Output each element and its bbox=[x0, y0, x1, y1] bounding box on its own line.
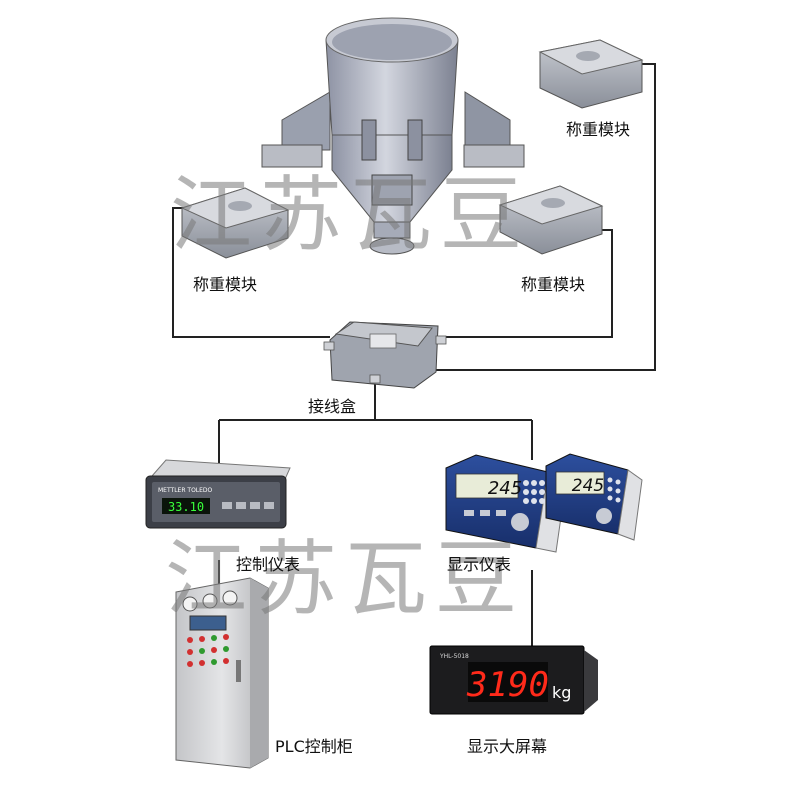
watermark-upper: 江苏瓦豆 bbox=[170, 168, 531, 263]
big-screen-reading: 3190 bbox=[466, 665, 549, 705]
label-weigh-module-left: 称重模块 bbox=[193, 275, 258, 294]
weigh-module-top-right bbox=[538, 39, 644, 109]
big-screen-model: YHL-5018 bbox=[439, 653, 469, 660]
label-display-instrument: 显示仪表 bbox=[447, 555, 512, 574]
plc-cabinet bbox=[175, 577, 269, 769]
display-1-reading: 245 bbox=[488, 478, 522, 499]
weigh-module-left bbox=[180, 187, 290, 259]
watermark-lower: 江苏瓦豆 bbox=[165, 532, 526, 627]
display-2-reading: 245 bbox=[572, 476, 604, 496]
controller-brand: METTLER TOLEDO bbox=[158, 487, 213, 494]
junction-box bbox=[323, 321, 447, 389]
label-control-instrument: 控制仪表 bbox=[236, 555, 301, 574]
label-weigh-module-right: 称重模块 bbox=[521, 275, 586, 294]
label-plc-cabinet: PLC控制柜 bbox=[275, 737, 353, 756]
label-junction-box: 接线盒 bbox=[308, 397, 357, 416]
display-instrument-2: 245 bbox=[545, 453, 643, 541]
big-screen: YHL-5018 3190 kg bbox=[429, 645, 598, 715]
control-instrument: 33.10 METTLER TOLEDO bbox=[145, 459, 291, 529]
weigh-module-right bbox=[498, 185, 604, 255]
wire-top-right-module bbox=[418, 63, 656, 371]
label-weigh-module-top-right: 称重模块 bbox=[566, 120, 631, 139]
controller-reading: 33.10 bbox=[168, 500, 204, 514]
big-screen-unit: kg bbox=[552, 683, 571, 702]
label-big-screen: 显示大屏幕 bbox=[467, 737, 548, 756]
hopper bbox=[261, 17, 525, 255]
